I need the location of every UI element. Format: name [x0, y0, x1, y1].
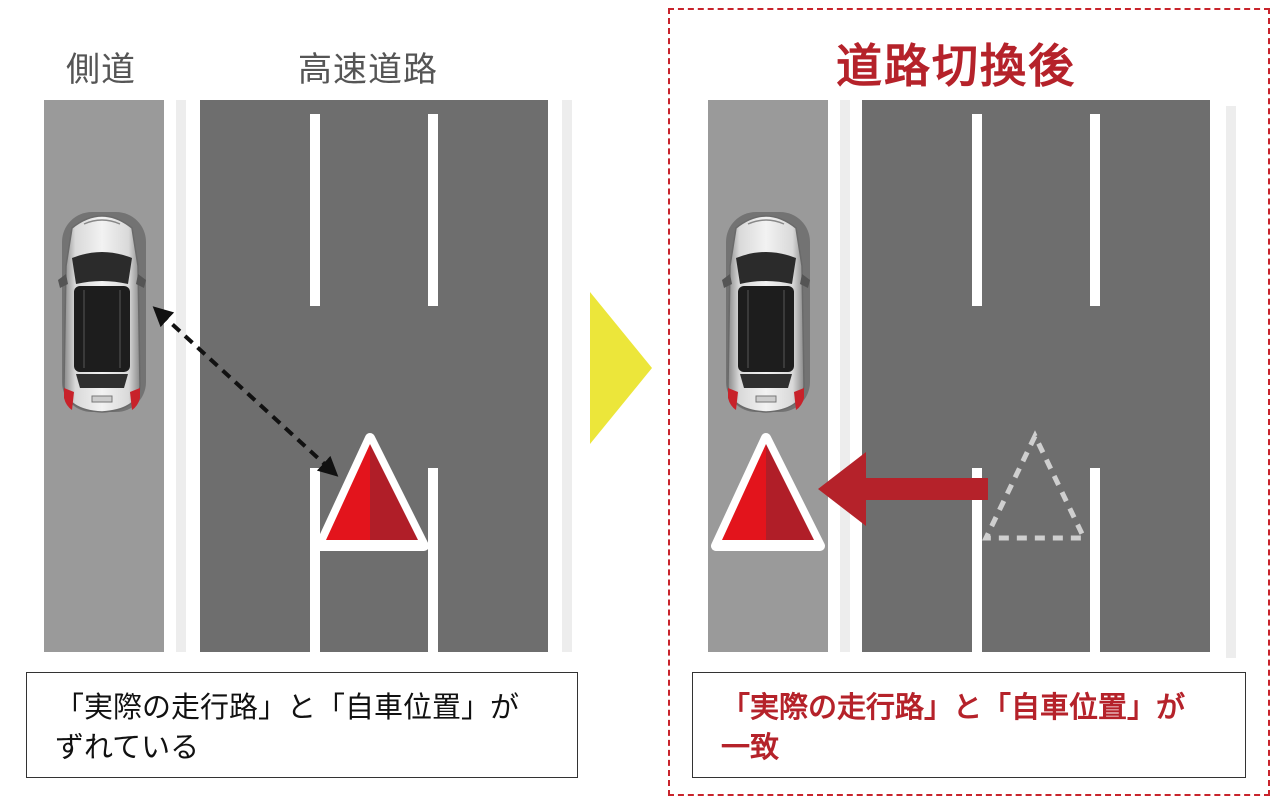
right-caption: 「実際の走行路」と「自車位置」が 一致: [692, 672, 1246, 778]
right-lane-mark: [1090, 468, 1100, 652]
right-position-marker: [711, 433, 825, 551]
after-switch-frame: [668, 8, 1270, 796]
left-lane-mark: [428, 114, 438, 306]
right-lane-mark: [972, 468, 982, 652]
side-road-label: 側道: [66, 50, 136, 90]
left-lane-mark: [428, 468, 438, 652]
right-caption-line2: 一致: [721, 730, 780, 764]
left-lane-mark: [310, 114, 320, 306]
left-caption-line1: 「実際の走行路」と「自車位置」が: [55, 690, 520, 724]
left-highway: [200, 100, 548, 652]
right-car: [721, 211, 811, 413]
left-car: [57, 211, 147, 413]
left-caption-line2: ずれている: [55, 730, 200, 764]
offset-arrow: [152, 306, 339, 477]
highway-label: 高速道路: [298, 50, 438, 90]
left-position-marker: [315, 433, 429, 551]
right-right-edge: [1226, 106, 1236, 658]
previous-position-ghost: [982, 430, 1088, 541]
right-lane-mark: [1090, 114, 1100, 306]
left-lane-mark: [310, 468, 320, 652]
right-lane-mark: [972, 114, 982, 306]
right-caption-line1: 「実際の走行路」と「自車位置」が: [721, 690, 1186, 724]
left-right-edge: [562, 100, 572, 652]
left-caption: 「実際の走行路」と「自車位置」が ずれている: [26, 672, 578, 778]
after-switch-title: 道路切換後: [836, 39, 1076, 93]
transition-arrow: [590, 292, 652, 444]
right-highway: [862, 100, 1210, 652]
snap-arrow: [818, 452, 988, 526]
left-divider: [176, 100, 186, 652]
right-divider: [840, 100, 850, 652]
